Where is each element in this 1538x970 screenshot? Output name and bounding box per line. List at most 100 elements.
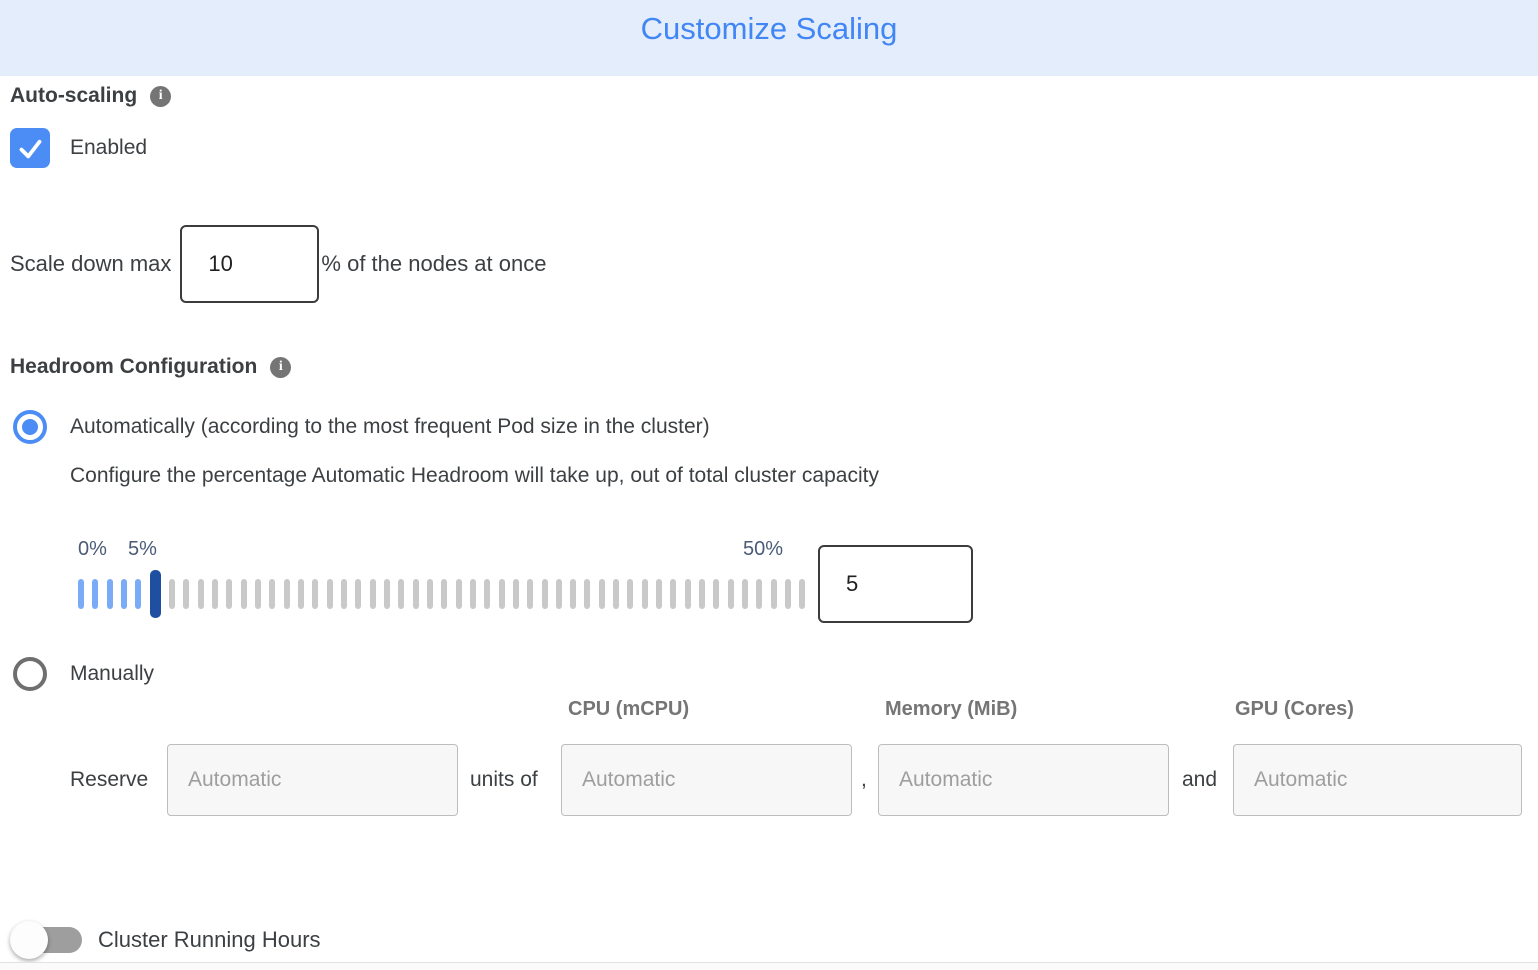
slider-tick[interactable] [527, 579, 534, 609]
scale-down-suffix: % of the nodes at once [321, 251, 547, 276]
info-icon[interactable]: i [150, 85, 172, 107]
slider-tick[interactable] [183, 579, 190, 609]
slider-tick[interactable] [498, 579, 505, 609]
reserve-cpu-input[interactable] [561, 744, 852, 816]
slider-tick[interactable] [106, 579, 113, 609]
slider-tick[interactable] [684, 579, 691, 609]
slider-tick[interactable] [584, 579, 591, 609]
reserve-row: Reserve units of , and [0, 744, 1538, 816]
toggle-knob [10, 921, 48, 959]
slider-tick[interactable] [512, 579, 519, 609]
slider-tick[interactable] [355, 579, 362, 609]
slider-tick[interactable] [383, 579, 390, 609]
slider-tick[interactable] [627, 579, 634, 609]
reserve-label: Reserve [70, 768, 149, 791]
slider-tick[interactable] [469, 579, 476, 609]
slider-tick[interactable] [168, 579, 175, 609]
cluster-running-hours-label: Cluster Running Hours [98, 927, 321, 952]
slider-tick[interactable] [120, 579, 127, 609]
cluster-running-hours-row: Cluster Running Hours [10, 915, 321, 965]
slider-tick[interactable] [283, 579, 290, 609]
slider-tick[interactable] [426, 579, 433, 609]
reserve-memory-input[interactable] [878, 744, 1169, 816]
automatic-headroom-description: Configure the percentage Automatic Headr… [70, 464, 879, 487]
column-header-gpu: GPU (Cores) [1235, 698, 1354, 720]
automatic-option-label: Automatically (according to the most fre… [70, 415, 710, 438]
slider-tick[interactable] [598, 579, 605, 609]
slider-tick[interactable] [756, 579, 763, 609]
manually-radio[interactable] [13, 657, 47, 691]
slider-tick[interactable] [670, 579, 677, 609]
slider-handle[interactable] [149, 570, 161, 618]
slider-tick[interactable] [78, 579, 84, 609]
slider-tick[interactable] [641, 579, 648, 609]
slider-ticks[interactable] [78, 570, 806, 618]
slider-tick[interactable] [727, 579, 734, 609]
slider-tick[interactable] [211, 579, 218, 609]
slider-tick[interactable] [770, 579, 777, 609]
slider-tick[interactable] [613, 579, 620, 609]
slider-min-label: 0% [78, 538, 107, 560]
enabled-checkbox[interactable] [10, 128, 50, 168]
scale-down-prefix: Scale down max [10, 251, 172, 276]
slider-tick[interactable] [785, 579, 792, 609]
slider-labels: 0% 5% 50% [78, 538, 806, 562]
slider-tick[interactable] [455, 579, 462, 609]
scale-down-row: Scale down max % of the nodes at once [10, 225, 546, 303]
column-header-cpu: CPU (mCPU) [568, 698, 690, 720]
headroom-percentage-slider: 0% 5% 50% [78, 538, 806, 624]
page-title: Customize Scaling [640, 11, 898, 46]
slider-tick[interactable] [398, 579, 405, 609]
slider-tick[interactable] [297, 579, 304, 609]
info-icon[interactable]: i [270, 356, 292, 378]
slider-tick[interactable] [135, 579, 142, 609]
checkmark-icon [19, 139, 41, 158]
headroom-manual-option: Manually [13, 657, 154, 691]
scale-down-max-input[interactable] [180, 225, 320, 303]
reserve-gpu-input[interactable] [1233, 744, 1522, 816]
slider-tick[interactable] [441, 579, 448, 609]
headroom-value-box [818, 545, 973, 623]
slider-tick[interactable] [484, 579, 491, 609]
auto-scaling-enabled-row: Enabled [10, 128, 147, 168]
headroom-percentage-input[interactable] [818, 545, 973, 623]
bottom-divider [0, 962, 1538, 963]
slider-tick[interactable] [699, 579, 706, 609]
enabled-label: Enabled [70, 136, 148, 159]
slider-tick[interactable] [312, 579, 319, 609]
slider-tick[interactable] [412, 579, 419, 609]
cluster-running-hours-toggle[interactable] [10, 915, 86, 965]
slider-tick[interactable] [656, 579, 663, 609]
slider-tick[interactable] [226, 579, 233, 609]
radio-dot [22, 419, 38, 435]
slider-tick[interactable] [570, 579, 577, 609]
slider-tick[interactable] [799, 579, 806, 609]
slider-tick[interactable] [713, 579, 720, 609]
slider-current-label: 5% [128, 538, 157, 560]
footer-strip [0, 963, 1538, 970]
slider-tick[interactable] [254, 579, 261, 609]
headroom-section-label: Headroom Configuration i [10, 355, 292, 379]
slider-tick[interactable] [369, 579, 376, 609]
column-header-memory: Memory (MiB) [885, 698, 1018, 720]
manually-option-label: Manually [70, 662, 155, 685]
headroom-label: Headroom Configuration [10, 355, 258, 378]
slider-tick[interactable] [340, 579, 347, 609]
comma-label: , [861, 768, 867, 791]
slider-tick[interactable] [197, 579, 204, 609]
auto-scaling-label: Auto-scaling [10, 84, 138, 107]
slider-tick[interactable] [92, 579, 99, 609]
automatic-radio[interactable] [13, 410, 47, 444]
units-of-label: units of [470, 768, 538, 791]
headroom-automatic-option: Automatically (according to the most fre… [13, 410, 710, 444]
slider-tick[interactable] [555, 579, 562, 609]
auto-scaling-section-label: Auto-scaling i [10, 84, 172, 108]
panel-header: Customize Scaling [0, 0, 1538, 76]
slider-tick[interactable] [326, 579, 333, 609]
slider-tick[interactable] [269, 579, 276, 609]
reserve-units-input[interactable] [167, 744, 458, 816]
slider-tick[interactable] [541, 579, 548, 609]
slider-tick[interactable] [240, 579, 247, 609]
slider-tick[interactable] [742, 579, 749, 609]
